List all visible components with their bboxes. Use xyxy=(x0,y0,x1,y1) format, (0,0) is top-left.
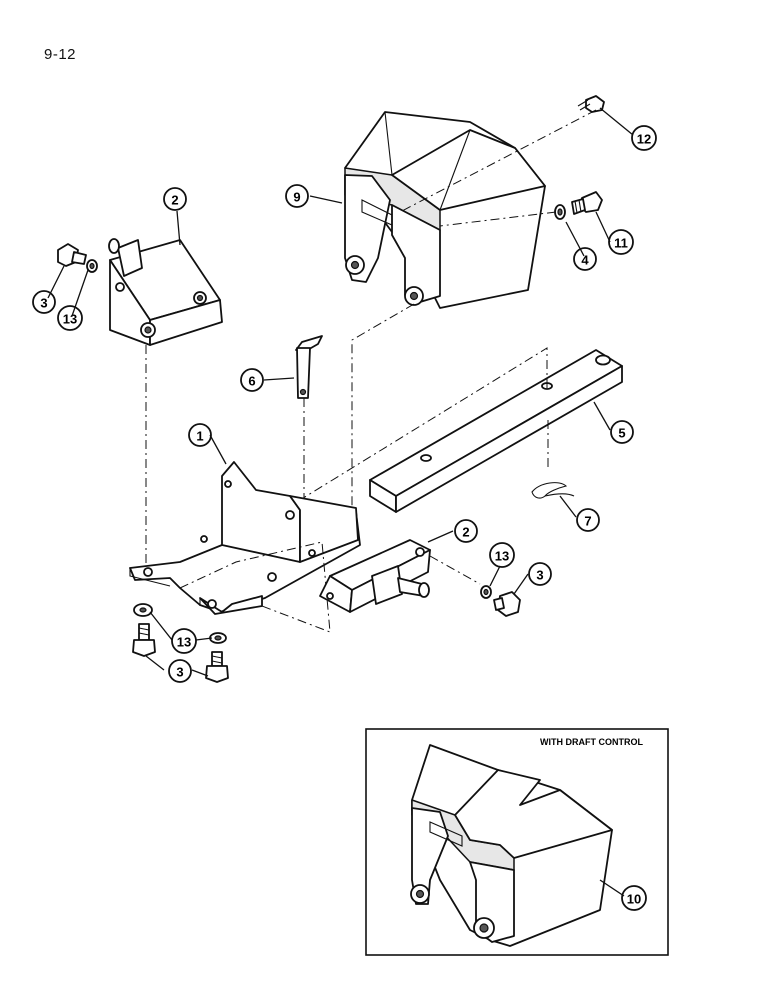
callout-label: 1 xyxy=(196,429,203,444)
base-part-1 xyxy=(129,461,361,633)
leader-10 xyxy=(599,879,625,897)
leader-3b xyxy=(513,573,529,595)
callout-3b: 3 xyxy=(528,562,552,586)
leader-13c xyxy=(149,611,213,641)
leader-3c xyxy=(145,655,209,677)
callout-circle xyxy=(610,420,634,444)
bracket-part-2-upper xyxy=(108,238,223,346)
callout-circle xyxy=(621,885,647,911)
pin-part-6 xyxy=(295,335,323,399)
washer-part-13-upper xyxy=(86,259,98,273)
screw-part-3-right xyxy=(493,591,521,617)
callout-label: 12 xyxy=(637,132,651,147)
callout-circle xyxy=(489,542,515,568)
callout-circle xyxy=(168,659,192,683)
screw-part-11 xyxy=(571,191,603,215)
callout-circle xyxy=(163,187,187,211)
leader-7 xyxy=(559,495,577,518)
leader-2b xyxy=(427,530,454,543)
callout-3c: 3 xyxy=(168,659,192,683)
leader-5 xyxy=(593,401,611,431)
leader-2a xyxy=(176,210,181,246)
callout-circle xyxy=(528,562,552,586)
leader-11 xyxy=(595,211,611,243)
callout-label: 13 xyxy=(63,312,77,327)
callout-2b: 2 xyxy=(454,519,478,543)
screw-part-12 xyxy=(577,95,605,113)
callout-12: 12 xyxy=(631,125,657,151)
callout-9: 9 xyxy=(285,184,309,208)
bracket-part-2-lower xyxy=(319,539,431,613)
callout-label: 13 xyxy=(177,635,191,650)
screw-part-3-lower-left xyxy=(132,623,156,657)
callout-label: 9 xyxy=(293,190,300,205)
callout-label: 2 xyxy=(462,525,469,540)
callout-circle xyxy=(573,247,597,271)
clip-part-7 xyxy=(531,482,575,499)
callout-13a: 13 xyxy=(57,305,83,331)
callout-label: 3 xyxy=(176,665,183,680)
callout-label: 2 xyxy=(171,193,178,208)
leader-3a xyxy=(47,265,65,299)
callout-13c: 13 xyxy=(171,628,197,654)
leader-6 xyxy=(263,377,295,381)
callout-circle xyxy=(32,290,56,314)
callout-3a: 3 xyxy=(32,290,56,314)
leader-4 xyxy=(565,221,585,257)
callout-label: 7 xyxy=(584,514,591,529)
callout-13b: 13 xyxy=(489,542,515,568)
callout-1: 1 xyxy=(188,423,212,447)
washer-part-13-lower-left xyxy=(133,603,153,617)
leader-1 xyxy=(209,434,227,465)
leader-13a xyxy=(71,269,89,317)
bar-part-5 xyxy=(369,349,623,513)
callout-label: 13 xyxy=(495,549,509,564)
callout-circle xyxy=(285,184,309,208)
screw-part-3-upper xyxy=(57,243,87,267)
callout-label: 5 xyxy=(618,426,625,441)
callout-label: 11 xyxy=(614,236,628,251)
cover-part-9 xyxy=(344,111,546,309)
washer-part-4 xyxy=(554,204,566,220)
callout-label: 10 xyxy=(627,892,641,907)
callout-circle xyxy=(171,628,197,654)
callout-label: 4 xyxy=(581,253,589,268)
callout-circle xyxy=(608,229,634,255)
screw-part-3-lower-right xyxy=(205,651,229,683)
page-number: 9-12 xyxy=(44,46,77,63)
callout-layer: 12 9 4 11 2 3 13 6 5 1 7 2 13 3 13 3 10 xyxy=(32,125,657,911)
callout-circle xyxy=(454,519,478,543)
washer-part-13-lower-right xyxy=(209,632,227,644)
leader-9 xyxy=(309,195,343,204)
callout-label: 3 xyxy=(536,568,543,583)
callout-4: 4 xyxy=(573,247,597,271)
callout-circle xyxy=(240,368,264,392)
inset-draft-control: WITH DRAFT CONTROL xyxy=(365,728,669,956)
callout-label: 6 xyxy=(248,374,255,389)
callout-circle xyxy=(576,508,600,532)
callout-circle xyxy=(631,125,657,151)
leader-13b xyxy=(489,565,501,587)
cover-part-10 xyxy=(410,744,613,947)
callout-5: 5 xyxy=(610,420,634,444)
callout-label: 3 xyxy=(40,296,47,311)
callout-7: 7 xyxy=(576,508,600,532)
callout-circle xyxy=(57,305,83,331)
callout-6: 6 xyxy=(240,368,264,392)
washer-part-13-right xyxy=(480,585,492,599)
callout-2a: 2 xyxy=(163,187,187,211)
callout-10: 10 xyxy=(621,885,647,911)
callout-circle xyxy=(188,423,212,447)
leader-layer xyxy=(47,107,634,897)
inset-title: WITH DRAFT CONTROL xyxy=(540,737,643,747)
callout-11: 11 xyxy=(608,229,634,255)
leader-12 xyxy=(599,107,634,136)
